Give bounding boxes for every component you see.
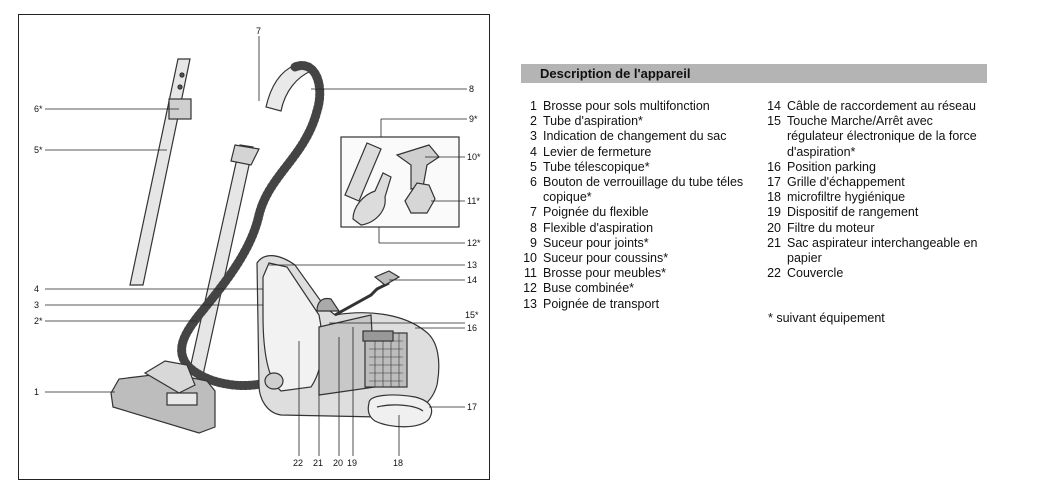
callout-8: 8 bbox=[469, 84, 475, 94]
legend-item: 16 Position parking bbox=[764, 160, 989, 175]
callout-18: 18 bbox=[393, 458, 404, 468]
callout-3: 3 bbox=[34, 300, 40, 310]
legend-item-number: 19 bbox=[767, 205, 781, 220]
legend-item-number: 3 bbox=[530, 129, 537, 144]
legend-item-number: 12 bbox=[523, 281, 537, 296]
legend-list-left: 1 Brosse pour sols multifonction 2 Tube d'… bbox=[521, 99, 761, 312]
legend-item-text: Dispositif de rangement bbox=[787, 205, 919, 220]
legend-item-number: 8 bbox=[530, 220, 537, 235]
legend-item: 12 Buse combinée* bbox=[521, 281, 761, 296]
legend-item-text: Suceur pour joints* bbox=[543, 235, 649, 250]
legend-item-number: 2 bbox=[530, 114, 537, 129]
legend-item-number: 14 bbox=[767, 99, 781, 113]
legend-item-number: 5 bbox=[530, 159, 537, 174]
legend-item-text: Flexible d'aspiration bbox=[543, 220, 654, 235]
callout-14: 14 bbox=[467, 275, 478, 285]
legend-item: 18 microfiltre hygiénique bbox=[764, 190, 989, 205]
callout-17: 17 bbox=[467, 402, 478, 412]
callout-2: 2* bbox=[34, 316, 43, 326]
legend-item-text: Position parking bbox=[787, 159, 876, 174]
footnote: * suivant équipement bbox=[768, 311, 885, 325]
legend-item-text: Touche Marche/Arrêt avec régulateur élec… bbox=[787, 114, 977, 159]
legend-item: 11 Brosse pour meubles* bbox=[521, 266, 761, 281]
callout-16: 16 bbox=[467, 323, 478, 333]
legend-item-number: 13 bbox=[523, 296, 537, 311]
legend-item: 22 Couvercle bbox=[764, 266, 989, 281]
legend-item-text: Grille d'échappement bbox=[787, 175, 905, 190]
vacuum-cleaner-illustration bbox=[45, 36, 467, 456]
description-header: Description de l'appareil bbox=[521, 64, 987, 83]
legend-item-number: 20 bbox=[767, 220, 781, 235]
legend-item-number: 9 bbox=[530, 235, 537, 250]
legend-item-number: 4 bbox=[530, 144, 537, 159]
legend-item-number: 15 bbox=[767, 114, 781, 129]
legend-item-number: 18 bbox=[767, 190, 781, 205]
legend-item-number: 11 bbox=[524, 266, 537, 281]
callout-4: 4 bbox=[34, 284, 40, 294]
legend-item: 20 Filtre du moteur bbox=[764, 221, 989, 236]
vacuum-diagram-panel: 6* 5* 7 8 9* 10* 11* 12* 13 14 15* 16 4 … bbox=[18, 14, 490, 480]
legend-item-text: Poignée de transport bbox=[543, 296, 660, 311]
legend-item-text: Indication de changement du sac bbox=[543, 129, 727, 144]
legend-item: 8 Flexible d'aspiration bbox=[521, 221, 761, 236]
legend-item-text: Brosse pour meubles* bbox=[543, 266, 666, 281]
legend-item: 13 Poignée de transport bbox=[521, 297, 761, 312]
callout-19: 19 bbox=[347, 458, 358, 468]
legend-item: 9 Suceur pour joints* bbox=[521, 236, 761, 251]
legend-item: 4 Levier de fermeture bbox=[521, 145, 761, 160]
callout-5: 5* bbox=[34, 145, 43, 155]
callout-22: 22 bbox=[293, 458, 304, 468]
legend-item-text: Câble de raccordement au réseau bbox=[787, 99, 977, 113]
legend-item-number: 7 bbox=[530, 205, 537, 220]
callout-9: 9* bbox=[469, 114, 478, 124]
legend-item: 21 Sac aspirateur interchangeable en papi… bbox=[764, 236, 989, 266]
callout-11: 11* bbox=[467, 196, 480, 206]
legend-item: 7 Poignée du flexible bbox=[521, 205, 761, 220]
legend-item-text: Levier de fermeture bbox=[543, 144, 652, 159]
legend-item-text: Tube télescopique* bbox=[543, 159, 650, 174]
legend-item-text: Poignée du flexible bbox=[543, 205, 649, 220]
legend-item-text: microfiltre hygiénique bbox=[787, 190, 906, 205]
legend-item-text: Suceur pour coussins* bbox=[543, 251, 669, 266]
legend-item: 2 Tube d'aspiration* bbox=[521, 114, 761, 129]
legend-item-number: 16 bbox=[767, 159, 781, 174]
legend-item: 6 Bouton de verrouillage du tube téles co… bbox=[521, 175, 761, 205]
legend-item-text: Tube d'aspiration* bbox=[543, 114, 643, 129]
callout-20: 20 bbox=[333, 458, 344, 468]
legend-item: 15 Touche Marche/Arrêt avec régulateur él… bbox=[764, 114, 989, 160]
legend-item-text: Brosse pour sols multifonction bbox=[543, 99, 710, 113]
legend-item-text: Buse combinée* bbox=[543, 281, 635, 296]
legend-item-text: Bouton de verrouillage du tube téles cop… bbox=[543, 175, 744, 205]
legend-item: 17 Grille d'échappement bbox=[764, 175, 989, 190]
legend-item-number: 1 bbox=[530, 99, 537, 113]
callout-6: 6* bbox=[34, 104, 43, 114]
legend-item: 1 Brosse pour sols multifonction bbox=[521, 99, 761, 114]
callout-10: 10* bbox=[467, 152, 481, 162]
legend-item: 19 Dispositif de rangement bbox=[764, 205, 989, 220]
legend-item-number: 22 bbox=[767, 266, 781, 281]
legend-item-text: Sac aspirateur interchangeable en papier bbox=[787, 235, 978, 266]
callout-21: 21 bbox=[313, 458, 324, 468]
legend-item-text: Couvercle bbox=[787, 266, 844, 281]
callout-12: 12* bbox=[467, 238, 481, 248]
legend-item: 5 Tube télescopique* bbox=[521, 160, 761, 175]
callout-7: 7 bbox=[256, 26, 262, 36]
callout-1: 1 bbox=[34, 387, 40, 397]
legend-item-number: 17 bbox=[767, 175, 781, 190]
legend-item: 10 Suceur pour coussins* bbox=[521, 251, 761, 266]
legend-item-number: 21 bbox=[767, 235, 781, 250]
legend-item: 3 Indication de changement du sac bbox=[521, 129, 761, 144]
legend-item-number: 6 bbox=[530, 175, 537, 190]
callout-15: 15* bbox=[465, 310, 479, 320]
legend-item: 14 Câble de raccordement au réseau bbox=[764, 99, 989, 114]
legend-item-number: 10 bbox=[523, 251, 537, 266]
legend-list-right: 14 Câble de raccordement au réseau 15 Touc… bbox=[764, 99, 989, 281]
legend-item-text: Filtre du moteur bbox=[787, 220, 875, 235]
callout-13: 13 bbox=[467, 260, 478, 270]
